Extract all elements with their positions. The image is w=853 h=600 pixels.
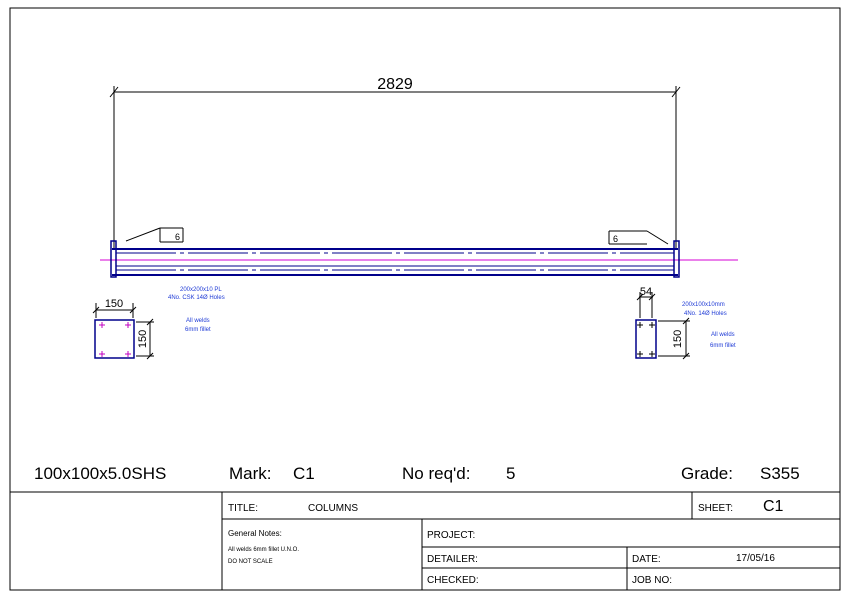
- right-weld-note-line1: All welds: [711, 332, 735, 338]
- weld-size-left: 6: [175, 232, 180, 242]
- title-label: TITLE:: [228, 503, 258, 514]
- checked-label: CHECKED:: [427, 575, 479, 586]
- qty-value: 5: [506, 464, 515, 483]
- overall-length-label: 2829: [377, 76, 413, 93]
- title-value: COLUMNS: [308, 503, 358, 514]
- overall-dimension: [109, 86, 681, 250]
- right-weld-note-line2: 6mm fillet: [710, 343, 736, 349]
- jobno-label: JOB NO:: [632, 575, 672, 586]
- mark-value: C1: [293, 464, 315, 483]
- sheet-value: C1: [763, 498, 784, 515]
- sheet-label: SHEET:: [698, 503, 733, 514]
- left-plate-note-line1: 200x200x10 PL: [180, 287, 222, 293]
- project-label: PROJECT:: [427, 530, 475, 541]
- title-block-frame: [10, 491, 840, 590]
- weld-symbol-left: [125, 227, 184, 243]
- member-elevation: [100, 240, 738, 278]
- left-plate-width-dim: 150: [105, 298, 123, 310]
- date-value: 17/05/16: [736, 553, 775, 564]
- left-weld-note-line2: 6mm fillet: [185, 327, 211, 333]
- weld-size-right: 6: [613, 234, 618, 244]
- left-plate-detail: [92, 303, 154, 360]
- left-plate-note-line2: 4No. CSK 14Ø Holes: [168, 295, 225, 301]
- detailer-label: DETAILER:: [427, 554, 478, 565]
- weld-symbol-right: [608, 230, 669, 245]
- right-plate-note-line1: 200x100x10mm: [682, 302, 725, 308]
- general-notes-line2: DO NOT SCALE: [228, 559, 273, 565]
- mark-label: Mark:: [229, 464, 272, 483]
- qty-label: No req'd:: [402, 464, 470, 483]
- left-plate-height-dim: 150: [137, 330, 149, 348]
- left-weld-note-line1: All welds: [186, 318, 210, 324]
- grade-label: Grade:: [681, 464, 733, 483]
- grade-value: S355: [760, 464, 800, 483]
- section-size: 100x100x5.0SHS: [34, 464, 166, 483]
- general-notes-line1: All welds 6mm fillet U.N.O.: [228, 547, 299, 553]
- date-label: DATE:: [632, 554, 661, 565]
- right-plate-height-dim: 150: [672, 330, 684, 348]
- right-plate-detail: [635, 292, 690, 360]
- general-notes-heading: General Notes:: [228, 529, 282, 538]
- sheet-border: [9, 7, 841, 591]
- right-plate-width-dim: 54: [640, 286, 652, 298]
- right-plate-note-line2: 4No. 14Ø Holes: [684, 311, 727, 317]
